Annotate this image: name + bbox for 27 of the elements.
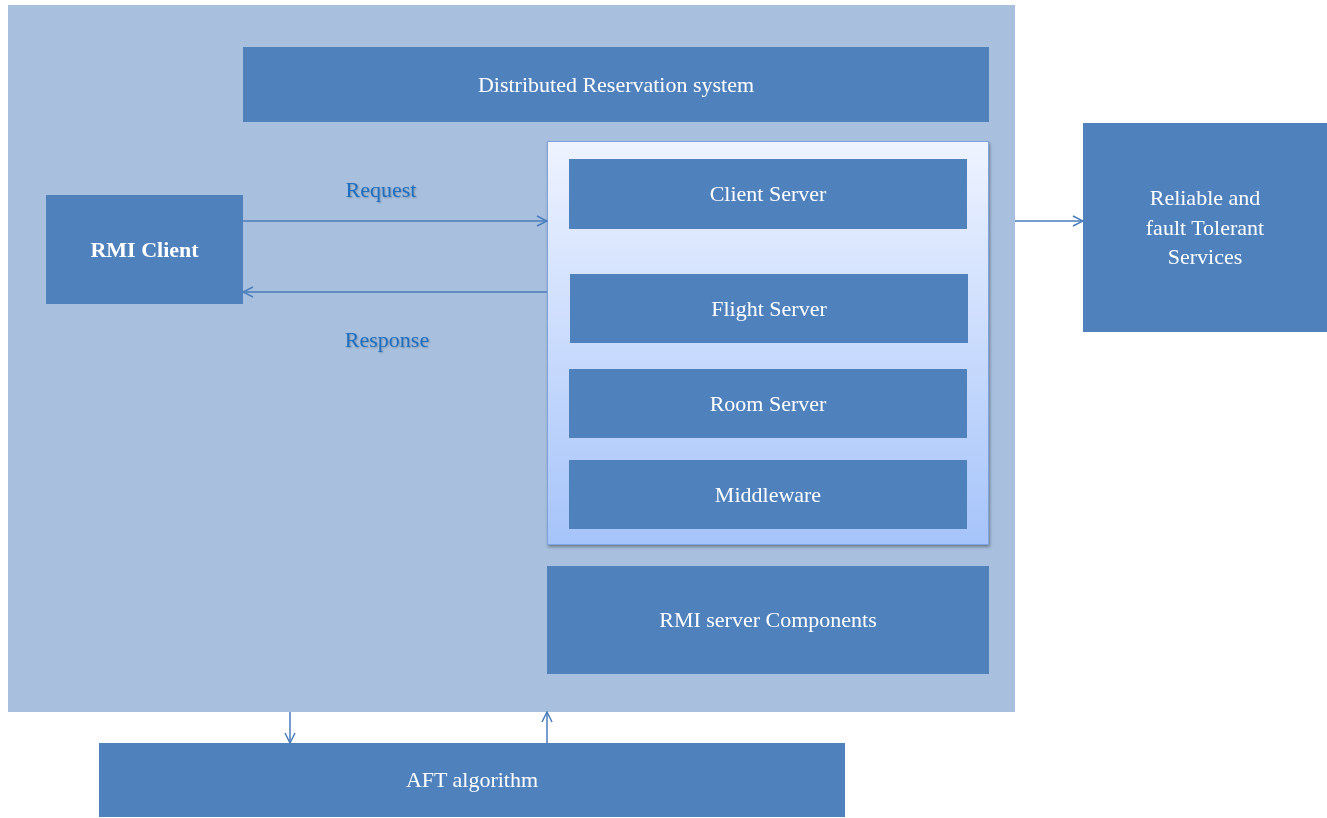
arrow [1014,215,1084,227]
system-panel [8,5,1015,712]
box-label: AFT algorithm [405,766,539,795]
edge-label: Response [344,327,430,353]
process-box [1083,123,1327,332]
server-group-box [547,141,989,545]
box-label: Distributed Reservation system [477,70,755,99]
process-box [547,566,989,674]
process-box [99,743,845,817]
process-box [569,159,967,229]
arrow [284,711,296,744]
box-label: Middleware [714,480,822,509]
process-box [569,460,967,529]
process-box [570,274,968,343]
box-label: Reliable and fault Tolerant Services [1144,183,1266,272]
process-box [569,369,967,438]
arrow [242,286,548,298]
process-box [46,195,243,304]
box-label: Flight Server [711,294,827,323]
process-box [243,47,989,122]
box-label: RMI Client [90,235,199,264]
arrow [242,215,548,227]
arrow [541,711,553,744]
edge-label: Request [345,177,417,203]
box-label: Client Server [709,180,827,209]
box-label: RMI server Components [659,606,877,635]
box-label: Room Server [709,389,827,418]
